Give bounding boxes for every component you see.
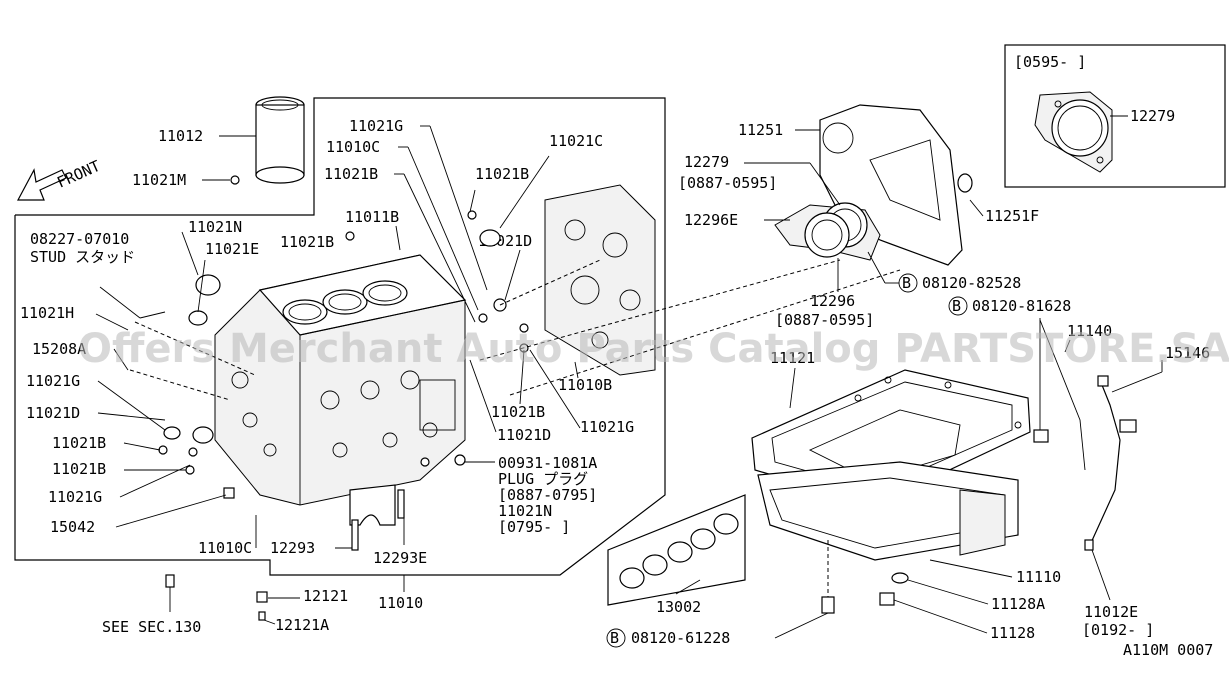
figure-code: A110M 0007 [1123,641,1213,659]
label-00931-1081A: 00931-1081A [498,454,597,472]
label-11021C: 11021C [549,132,603,150]
dipstick-drawing [1039,319,1137,551]
label-plug: PLUG プラグ [498,470,588,488]
pan-bolt-drawing [821,596,835,614]
label-11128A: 11128A [991,595,1045,613]
label-08120-81628: 08120-81628 [972,297,1071,315]
label-12293E: 12293E [373,549,427,567]
bolt-marker-icon-3: B [606,628,626,648]
label-11010: 11010 [378,594,423,612]
label-11012E-range: [0192- ] [1082,621,1154,639]
label-11021D-low: 11021D [497,426,551,444]
block-group-frame [14,97,666,576]
label-11021B-left1: 11021B [52,434,106,452]
label-11021M: 11021M [132,171,186,189]
label-11121: 11121 [770,349,815,367]
label-13002: 13002 [656,598,701,616]
lower-oil-pan-drawing [757,461,1019,561]
label-11021B-low: 11021B [491,403,545,421]
label-11021B-left2: 11021B [52,460,106,478]
label-11010C-top: 11010C [326,138,380,156]
label-12296: 12296 [810,292,855,310]
rear-seal-retainer-drawing [774,202,881,261]
drain-plug-drawing [879,592,895,606]
label-11012: 11012 [158,127,203,145]
label-08120-61228: 08120-61228 [631,629,730,647]
label-11021G-low: 11021G [580,418,634,436]
label-11021D-left: 11021D [26,404,80,422]
label-11140: 11140 [1067,322,1112,340]
label-12121A: 12121A [275,616,329,634]
bolt-marker-icon: B [898,273,918,293]
label-11021B-a: 11021B [280,233,334,251]
label-12121: 12121 [303,587,348,605]
label-15042: 15042 [50,518,95,536]
label-11010C-bottom: 11010C [198,539,252,557]
block-rear-drawing [345,184,656,376]
svg-text:B: B [902,274,911,292]
inset-part-label: 12279 [1130,107,1175,125]
rear-oil-seal-inset-drawing [1034,91,1113,173]
watermark: Offers Merchant Auto Parts Catalog PARTS… [78,326,1229,372]
label-12296E: 12296E [684,211,738,229]
rear-plate-drawing [819,104,973,266]
label-11021H: 11021H [20,304,74,322]
label-15208A: 15208A [32,340,86,358]
svg-text:B: B [952,297,961,315]
label-11021N-top: 11021N [188,218,242,236]
label-stud: STUD スタッド [30,248,135,266]
label-15146: 15146 [1165,344,1210,362]
label-11021G-left: 11021G [26,372,80,390]
drain-washer-drawing [891,572,909,584]
label-12279: 12279 [684,153,729,171]
label-12296-range: [0887-0595] [775,311,874,329]
cylinder-liner-drawing [255,96,305,184]
label-11128: 11128 [990,624,1035,642]
label-11011B: 11011B [345,208,399,226]
label-11012E: 11012E [1084,603,1138,621]
label-11110: 11110 [1016,568,1061,586]
main-bearing-cap-drawing [349,484,405,551]
inset-date-range: [0595- ] [1014,53,1086,71]
label-11021G-left2: 11021G [48,488,102,506]
label-11021N-low: 11021N [498,502,552,520]
bolt-marker-icon-2: B [948,296,968,316]
label-12279-range: [0887-0595] [678,174,777,192]
label-11021N-range: [0795- ] [498,518,570,536]
label-11010B: 11010B [558,376,612,394]
front-label: FRONT [54,157,103,192]
bearing-set-box [607,494,746,606]
inset-frame [1004,44,1226,188]
label-11021G-top: 11021G [349,117,403,135]
label-11021B-top: 11021B [324,165,378,183]
label-11251F: 11251F [985,207,1039,225]
svg-text:B: B [610,629,619,647]
label-08227-07010: 08227-07010 [30,230,129,248]
label-11021E: 11021E [205,240,259,258]
label-plug-range: [0887-0795] [498,486,597,504]
label-12293: 12293 [270,539,315,557]
front-arrow-icon [17,168,67,201]
label-11251: 11251 [738,121,783,139]
label-08120-82528: 08120-82528 [922,274,1021,292]
cylinder-block-drawing [214,254,467,506]
label-11021B-mid: 11021B [475,165,529,183]
label-see-sec-130: SEE SEC.130 [102,618,201,636]
